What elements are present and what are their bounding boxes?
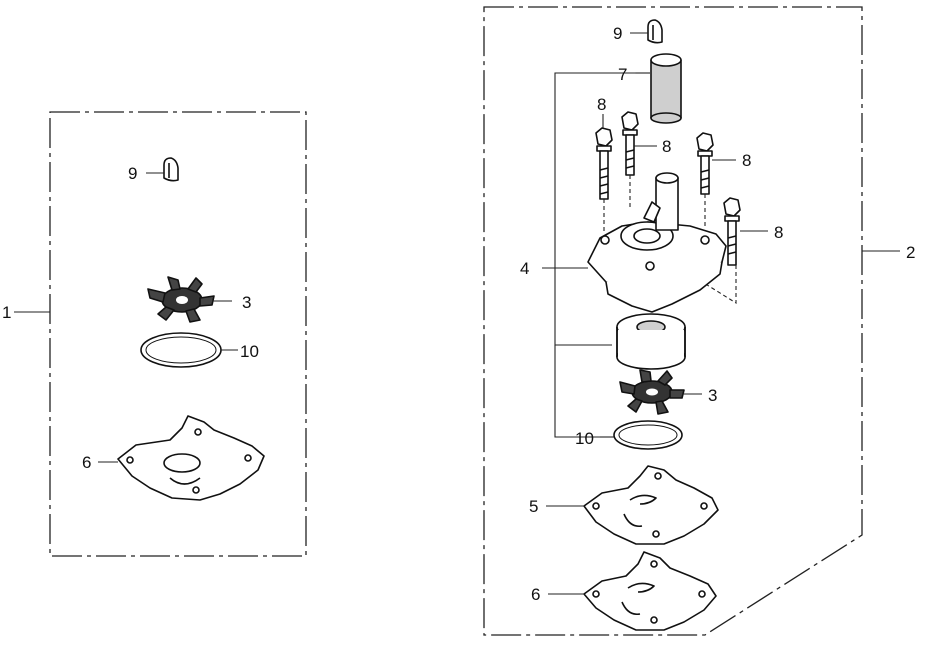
kit-2-frame <box>483 6 863 636</box>
gasket-part <box>583 551 717 631</box>
grommet-label: 9 <box>128 164 137 183</box>
pump-housing-label: 4 <box>520 259 529 278</box>
grommet-label: 9 <box>613 24 622 43</box>
impeller-label: 3 <box>242 293 251 312</box>
liner-plate-part <box>583 465 719 545</box>
kit-1-frame <box>49 111 307 557</box>
kit-1-label: 1 <box>2 303 11 322</box>
sleeve-part <box>650 53 682 124</box>
impeller-part <box>619 369 685 415</box>
bolt-label: 8 <box>597 95 606 114</box>
gasket-part <box>117 415 265 501</box>
bolt-part <box>595 127 613 200</box>
gasket-label: 6 <box>82 453 91 472</box>
kit-2-group: 2 9 7 8 <box>483 6 915 636</box>
gasket-ring-label: 10 <box>240 342 259 361</box>
gasket-ring-label: 10 <box>575 429 594 448</box>
grommet-part <box>647 19 663 44</box>
kit-2-label: 2 <box>906 243 915 262</box>
bolt-label: 8 <box>742 151 751 170</box>
bolt-part <box>696 132 714 195</box>
bolt-part <box>723 197 741 266</box>
gasket-label: 6 <box>531 585 540 604</box>
impeller-part <box>147 276 215 323</box>
gasket-ring-part <box>140 332 222 368</box>
pump-housing-part <box>587 172 727 313</box>
sleeve-leader <box>554 72 635 346</box>
liner-plate-label: 5 <box>529 497 538 516</box>
bolt-label: 8 <box>774 223 783 242</box>
grommet-part <box>163 157 179 182</box>
impeller-label: 3 <box>708 386 717 405</box>
sleeve-label: 7 <box>618 65 627 84</box>
kit-1-group: 1 9 3 10 <box>2 111 307 557</box>
impeller-housing-part <box>616 313 686 370</box>
gasket-ring-leader <box>554 345 600 438</box>
gasket-ring-part <box>613 420 683 450</box>
bolt-label: 8 <box>662 137 671 156</box>
bolt-part <box>621 111 639 176</box>
